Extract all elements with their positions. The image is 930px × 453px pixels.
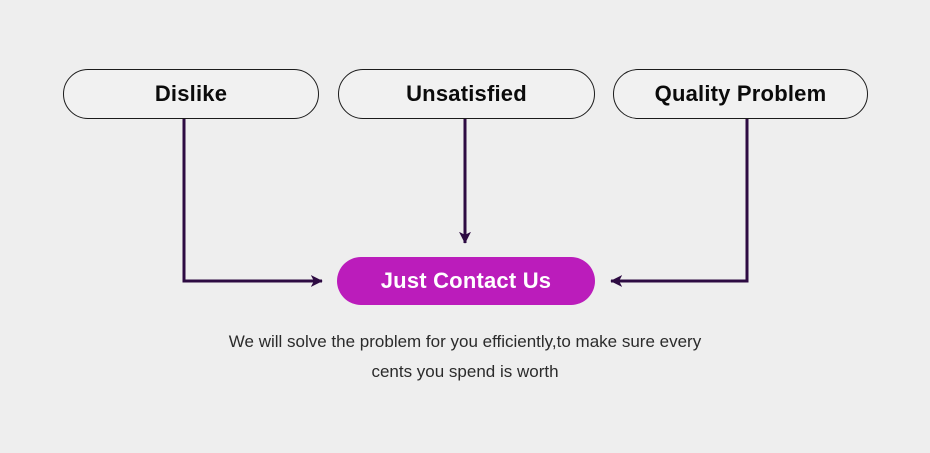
connector-quality-to-cta: [610, 119, 749, 287]
reason-box-dislike[interactable]: Dislike: [63, 69, 319, 119]
connector-dislike-to-cta: [182, 119, 323, 287]
caption-line-2: cents you spend is worth: [371, 362, 559, 381]
caption-text: We will solve the problem for you effici…: [0, 327, 930, 387]
reason-label-dislike: Dislike: [154, 81, 228, 106]
reason-box-quality-problem[interactable]: Quality Problem: [613, 69, 868, 119]
contact-us-button[interactable]: Just Contact Us: [337, 257, 595, 305]
reason-label-quality-problem: Quality Problem: [654, 81, 827, 106]
contact-us-button-label: Just Contact Us: [380, 268, 552, 293]
reason-label-unsatisfied: Unsatisfied: [406, 81, 527, 106]
reason-box-unsatisfied[interactable]: Unsatisfied: [338, 69, 595, 119]
caption-line-1: We will solve the problem for you effici…: [228, 332, 702, 351]
